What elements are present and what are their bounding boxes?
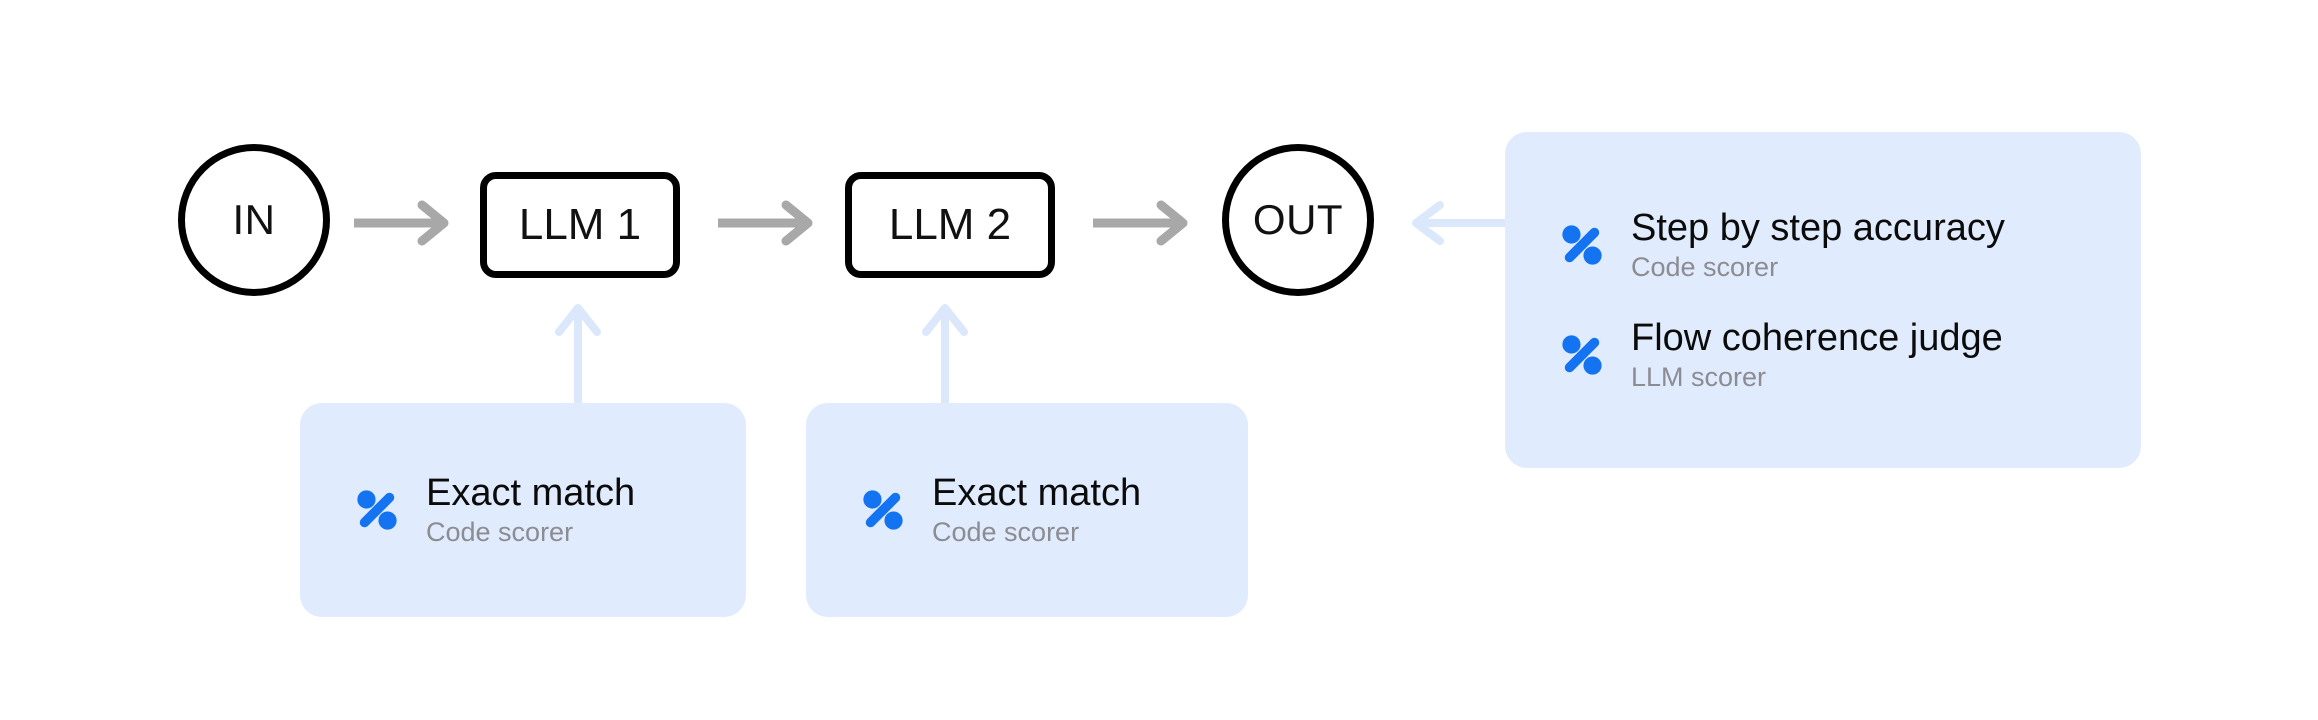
scorer-kind: Code scorer xyxy=(932,516,1080,547)
scorer-name: Exact match xyxy=(932,472,1142,515)
scorer-text: Step by step accuracy Code scorer xyxy=(1631,207,2005,283)
pipeline-node-in-label: IN xyxy=(232,196,276,243)
scorer-item[interactable]: Step by step accuracy Code scorer xyxy=(1559,207,2141,283)
pipeline-node-llm1[interactable]: LLM 1 xyxy=(480,172,680,278)
pipeline-node-llm2[interactable]: LLM 2 xyxy=(845,172,1055,278)
scorer-text: Flow coherence judge LLM scorer xyxy=(1631,317,2003,393)
scorer-kind: Code scorer xyxy=(426,516,574,547)
pipeline-node-out[interactable]: OUT xyxy=(1222,144,1374,296)
scorer-name: Exact match xyxy=(426,472,636,515)
scorer-item[interactable]: Exact match Code scorer xyxy=(354,472,746,548)
scorer-kind: Code scorer xyxy=(1631,251,1779,282)
scorer-text: Exact match Code scorer xyxy=(932,472,1141,548)
flow-arrow-llm2-to-out xyxy=(1093,200,1188,246)
scorer-panel-llm1[interactable]: Exact match Code scorer xyxy=(300,403,746,617)
scorer-text: Exact match Code scorer xyxy=(426,472,635,548)
percent-scorer-icon xyxy=(863,490,903,530)
scorer-panel-out[interactable]: Step by step accuracy Code scorer Flow c… xyxy=(1505,132,2141,468)
pipeline-node-llm1-label: LLM 1 xyxy=(518,200,642,249)
scorer-panel-llm2[interactable]: Exact match Code scorer xyxy=(806,403,1248,617)
flow-arrow-llm1-to-llm2 xyxy=(718,200,813,246)
pipeline-node-llm2-label: LLM 2 xyxy=(888,200,1012,249)
flow-arrow-in-to-llm1 xyxy=(354,200,449,246)
scorer-item[interactable]: Exact match Code scorer xyxy=(860,472,1248,548)
percent-scorer-icon xyxy=(1562,335,1602,375)
pipeline-node-in[interactable]: IN xyxy=(178,144,330,296)
scorer-arrow-to-out xyxy=(1412,201,1510,245)
percent-scorer-icon xyxy=(1562,225,1602,265)
scorer-arrow-to-llm1 xyxy=(555,304,601,408)
scorer-kind: LLM scorer xyxy=(1631,361,1767,392)
percent-scorer-icon xyxy=(357,490,397,530)
pipeline-node-out-label: OUT xyxy=(1252,196,1344,243)
scorer-name: Step by step accuracy xyxy=(1631,207,2005,250)
scorer-item[interactable]: Flow coherence judge LLM scorer xyxy=(1559,317,2141,393)
scorer-arrow-to-llm2 xyxy=(922,304,968,408)
scorer-name: Flow coherence judge xyxy=(1631,317,2003,359)
